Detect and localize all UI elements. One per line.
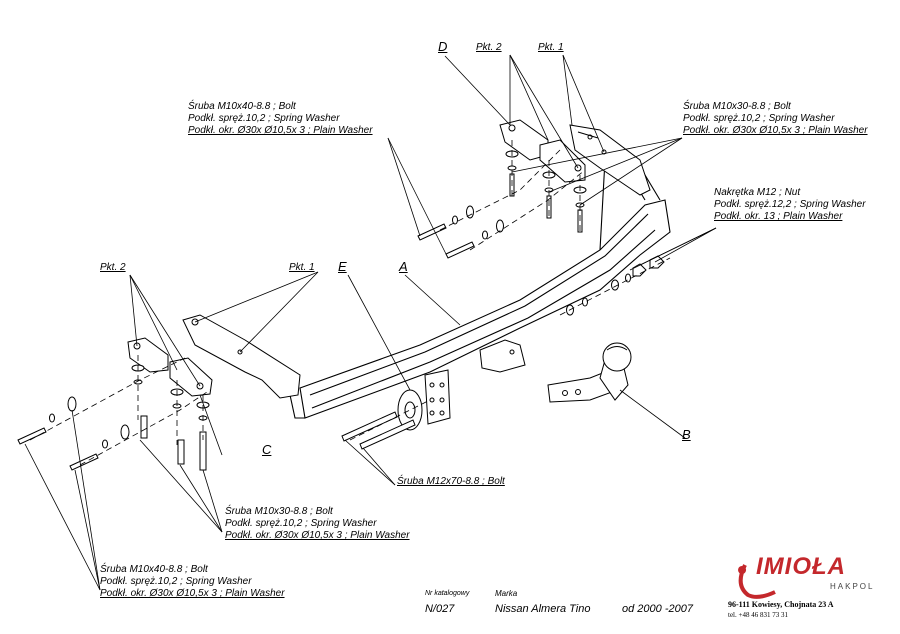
left-side-plate — [182, 314, 301, 399]
note-line: Podkł. spręż.10,2 ; Spring Washer — [225, 518, 377, 529]
callout-left-pkt2: Pkt. 2 — [100, 262, 126, 273]
note-line: Podkł. spręż.12,2 ; Spring Washer — [714, 199, 866, 210]
note-line: Podkł. okr. 13 ; Plain Washer — [714, 211, 843, 222]
catalog-label: Nr katalogowy — [425, 590, 470, 597]
logo-ball — [738, 566, 747, 574]
hardware-top — [417, 150, 587, 259]
note-line: Śruba M10x40-8.8 ; Bolt — [100, 564, 208, 575]
note-line: Podkł. spręż.10,2 ; Spring Washer — [100, 576, 252, 587]
ball-mount-holder — [479, 339, 526, 373]
note-line: Podkł. okr. Ø30x Ø10,5x 3 ; Plain Washer — [683, 125, 868, 136]
socket-plate-E — [397, 369, 451, 431]
callout-top-pkt1: Pkt. 1 — [538, 42, 564, 53]
brand-label: Marka — [495, 589, 518, 598]
vehicle-model: Nissan Almera Tino — [495, 603, 591, 615]
model-years: od 2000 -2007 — [622, 603, 693, 615]
callout-A: A — [399, 259, 408, 274]
note-line: Śruba M12x70-8.8 ; Bolt — [397, 476, 505, 487]
note-line: Podkł. spręż.10,2 ; Spring Washer — [188, 113, 340, 124]
address-text: 96-111 Kowiesy, Chojnata 23 A — [728, 600, 834, 609]
callout-E: E — [338, 259, 347, 274]
leader-lines — [24, 54, 717, 591]
note-line: Śruba M10x40-8.8 ; Bolt — [188, 101, 296, 112]
company-logo: IMIOŁA HAKPOL — [726, 553, 886, 601]
note-line: Nakrętka M12 ; Nut — [714, 187, 801, 198]
callout-C: C — [262, 442, 272, 457]
callout-top-pkt2: Pkt. 2 — [476, 42, 502, 53]
callout-D: D — [438, 39, 448, 54]
left-clamp-bracket — [127, 337, 213, 397]
callout-left-pkt1: Pkt. 1 — [289, 262, 315, 273]
note-line: Podkł. okr. Ø30x Ø10,5x 3 ; Plain Washer — [100, 588, 285, 599]
note-line: Podkł. okr. Ø30x Ø10,5x 3 ; Plain Washer — [225, 530, 410, 541]
logo-wordmark: IMIOŁA — [756, 553, 846, 580]
note-line: Śruba M10x30-8.8 ; Bolt — [225, 506, 333, 517]
logo-subtitle: HAKPOL — [830, 582, 875, 591]
hardware-m12-bolts — [341, 411, 416, 450]
top-clamp-bracket — [499, 119, 586, 183]
company-phone: tel. +48 46 831 73 31 — [728, 611, 788, 619]
right-side-plate — [569, 124, 651, 196]
logo-mark — [738, 564, 776, 599]
company-address: 96-111 Kowiesy, Chojnata 23 A — [728, 600, 834, 609]
note-line: Śruba M10x30-8.8 ; Bolt — [683, 101, 791, 112]
catalog-number: N/027 — [425, 603, 455, 615]
note-line: Podkł. spręż.10,2 ; Spring Washer — [683, 113, 835, 124]
callout-B: B — [682, 427, 691, 442]
tow-ball-B — [547, 342, 632, 403]
note-line: Podkł. okr. Ø30x Ø10,5x 3 ; Plain Washer — [188, 125, 373, 136]
hardware-right-nuts — [566, 255, 665, 316]
